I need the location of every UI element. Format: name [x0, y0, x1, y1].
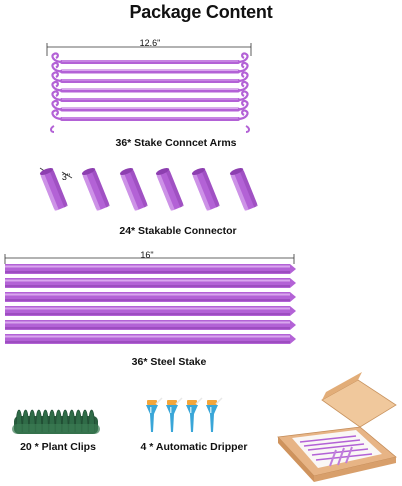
connector-dimension-label: 3"	[61, 172, 71, 182]
stakes-caption: 36* Steel Stake	[131, 356, 207, 368]
steel-stake	[5, 264, 296, 274]
stakable-connector	[191, 167, 220, 212]
dripper-caption: 4 * Automatic Dripper	[140, 441, 248, 453]
dripper	[146, 397, 163, 432]
connect-arm	[51, 109, 249, 121]
dripper	[186, 397, 203, 432]
connect-arm	[51, 61, 249, 74]
steel-stake	[5, 306, 296, 316]
page-title: Package Content	[129, 2, 273, 22]
stakable-connector	[155, 167, 184, 212]
plant-clips-caption: 20 * Plant Clips	[20, 441, 96, 453]
stakable-connector	[81, 167, 110, 212]
stakable-connector	[229, 167, 258, 212]
connect-arm	[51, 71, 249, 83]
dripper	[166, 397, 183, 432]
connect-arm	[51, 80, 249, 93]
connect-arm	[51, 90, 249, 102]
stakes-dimension-line	[4, 254, 295, 264]
connect-arms-group	[50, 52, 250, 133]
connect-arm	[51, 52, 249, 64]
connect-arm	[51, 99, 249, 112]
arm-hook	[245, 125, 250, 133]
stakable-connector	[119, 167, 148, 212]
arms-caption: 36* Stake Conncet Arms	[115, 137, 237, 149]
stakes-dimension-label: 16"	[140, 250, 154, 260]
steel-stake	[5, 334, 296, 344]
steel-stake	[5, 292, 296, 302]
stakable-connectors-group	[39, 167, 258, 212]
stakable-connector	[39, 167, 68, 212]
package-box-image	[277, 372, 397, 482]
steel-stake	[5, 320, 296, 330]
steel-stakes-group	[5, 264, 296, 344]
connectors-caption: 24* Stakable Connector	[119, 225, 237, 237]
arm-hook	[50, 125, 55, 133]
dripper	[206, 397, 223, 432]
steel-stake	[5, 278, 296, 288]
plant-clips-image	[12, 409, 100, 434]
automatic-dripper-image	[146, 397, 223, 432]
arms-dimension-line	[46, 43, 252, 56]
arms-dimension-label: 12.6"	[139, 38, 161, 48]
